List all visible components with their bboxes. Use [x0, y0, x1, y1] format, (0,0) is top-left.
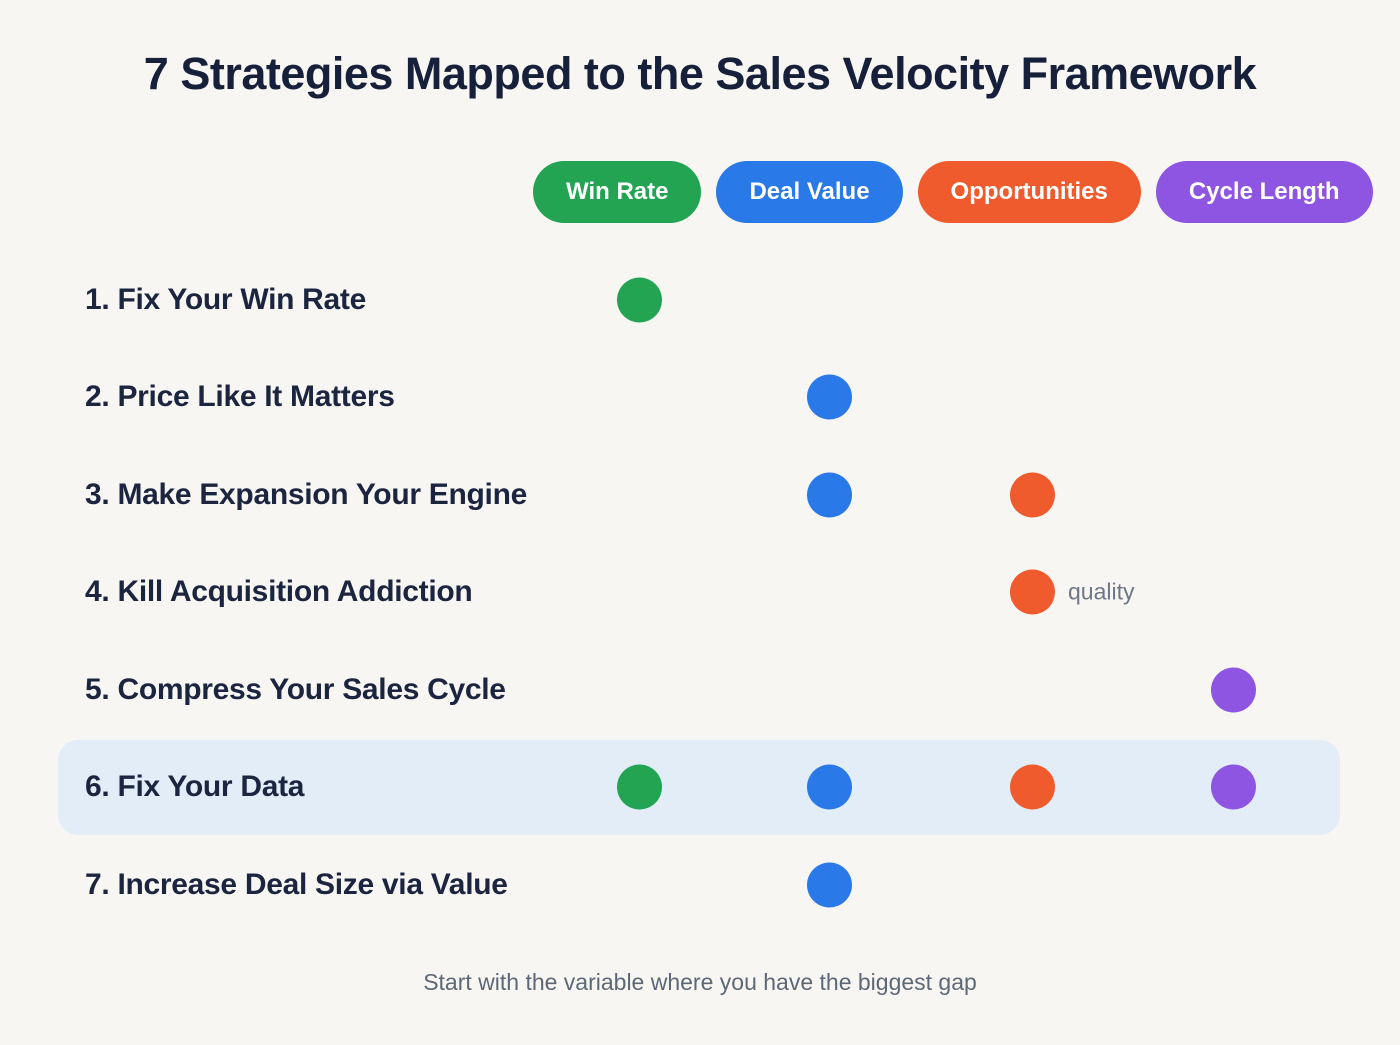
opportunities-dot	[1010, 472, 1055, 517]
legend-pill-deal-value: Deal Value	[716, 161, 903, 223]
legend-pill-label: Opportunities	[950, 178, 1108, 205]
cycle-length-dot	[1211, 667, 1256, 712]
quality-annotation: quality	[1068, 578, 1135, 605]
strategy-row-7: 7. Increase Deal Size via Value	[58, 837, 1340, 932]
strategy-label: 5. Compress Your Sales Cycle	[85, 672, 506, 706]
legend-pill-cycle-length: Cycle Length	[1155, 161, 1373, 223]
win-rate-dot	[617, 764, 662, 810]
legend-pill-label: Deal Value	[749, 178, 870, 205]
strategy-label: 1. Fix Your Win Rate	[85, 282, 367, 316]
deal-value-dot	[807, 862, 852, 907]
legend-pill-label: Win Rate	[566, 178, 669, 205]
strategy-label: 4. Kill Acquisition Addiction	[85, 575, 473, 608]
legend-pill-label: Cycle Length	[1188, 178, 1340, 205]
opportunities-dot	[1010, 764, 1055, 810]
strategy-label: 2. Price Like It Matters	[85, 380, 395, 413]
deal-value-dot	[807, 374, 852, 420]
deal-value-dot	[807, 472, 852, 517]
strategy-label: 7. Increase Deal Size via Value	[85, 867, 508, 901]
strategy-row-2: 2. Price Like It Matters	[58, 350, 1340, 445]
strategy-label: 3. Make Expansion Your Engine	[85, 477, 527, 511]
page-title: 7 Strategies Mapped to the Sales Velocit…	[143, 48, 1257, 99]
footer-note: Start with the variable where you have t…	[423, 969, 977, 995]
legend-pill-opportunities: Opportunities	[917, 161, 1141, 223]
strategy-row-1: 1. Fix Your Win Rate	[58, 252, 1340, 347]
cycle-length-dot	[1211, 764, 1256, 810]
strategy-label: 6. Fix Your Data	[85, 770, 305, 803]
deal-value-dot	[807, 764, 852, 810]
win-rate-dot	[617, 277, 662, 322]
strategy-row-4: 4. Kill Acquisition Addiction quality	[58, 545, 1340, 640]
opportunities-dot	[1010, 569, 1055, 615]
legend: Win Rate Deal Value Opportunities Cycle Len…	[533, 161, 1373, 223]
strategy-row-3: 3. Make Expansion Your Engine	[58, 447, 1340, 542]
legend-pill-win-rate: Win Rate	[533, 161, 702, 223]
strategy-row-6: 6. Fix Your Data	[58, 739, 1340, 835]
strategy-row-5: 5. Compress Your Sales Cycle	[58, 642, 1340, 737]
